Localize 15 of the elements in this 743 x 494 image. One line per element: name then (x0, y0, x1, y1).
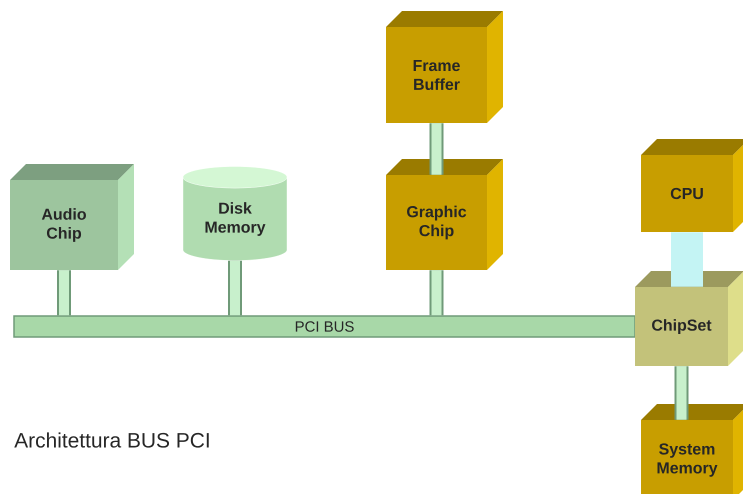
connector-pipe (57, 270, 71, 316)
connector-pipe (671, 232, 703, 287)
cube-box: Graphic Chip (386, 159, 503, 270)
connector-pipe (430, 123, 444, 175)
disk-cylinder: Disk Memory (182, 166, 288, 261)
connector-pipe (674, 366, 688, 420)
connector-pipe (228, 260, 242, 316)
caption: Architettura BUS PCI (14, 432, 209, 448)
cube-box: System Memory (641, 404, 743, 494)
cube-box: Audio Chip (10, 164, 134, 270)
cube-box: Frame Buffer (386, 11, 503, 123)
connector-pipe (430, 270, 444, 316)
cube-box: CPU (641, 139, 743, 232)
cube-box: ChipSet (635, 271, 743, 366)
bus-bar: PCI BUS (13, 315, 636, 338)
